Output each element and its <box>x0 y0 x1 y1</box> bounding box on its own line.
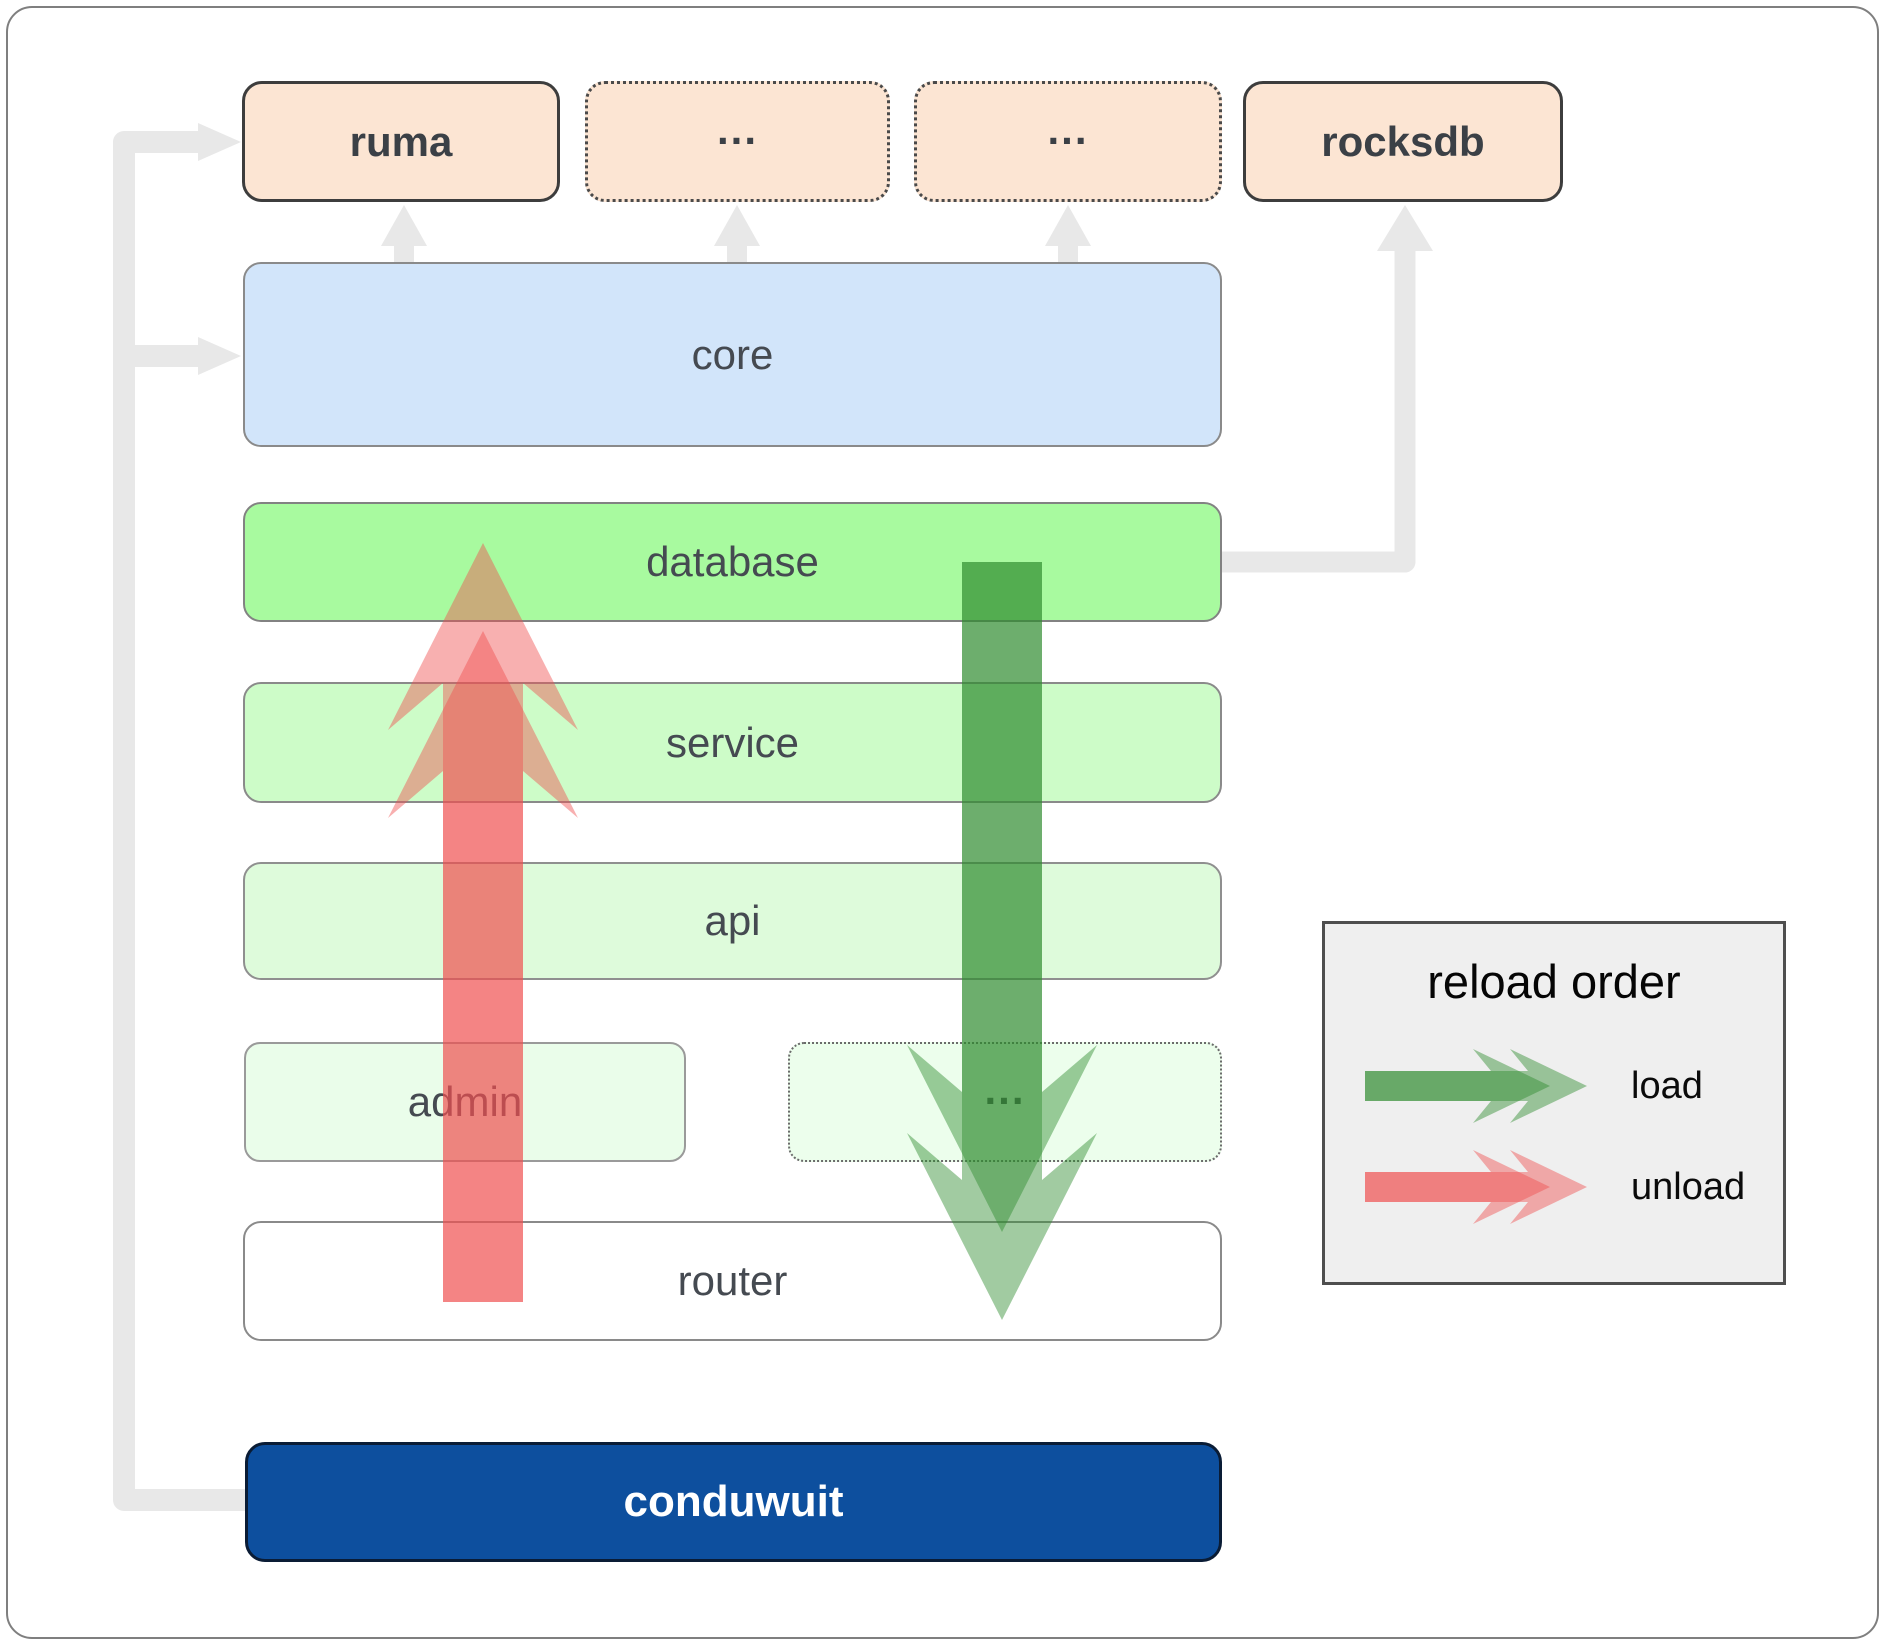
legend-unload-arrow <box>1365 1150 1587 1224</box>
node-api-label: api <box>704 897 761 944</box>
node-ellipsis-1-label: ... <box>716 105 758 153</box>
node-core: core <box>243 262 1222 447</box>
node-ruma: ruma <box>242 81 560 202</box>
node-ellipsis-2: ... <box>914 81 1222 202</box>
node-api: api <box>243 862 1222 980</box>
node-rocksdb: rocksdb <box>1243 81 1563 202</box>
legend-load-label: load <box>1631 1065 1703 1107</box>
node-conduwuit-label: conduwuit <box>623 1477 844 1526</box>
node-router: router <box>243 1221 1222 1341</box>
node-ellipsis-2-label: ... <box>1047 105 1089 153</box>
node-rocksdb-label: rocksdb <box>1321 117 1485 165</box>
legend-unload-label: unload <box>1631 1166 1746 1208</box>
legend-panel: reload order load unload <box>1322 921 1786 1285</box>
node-database-label: database <box>646 538 819 585</box>
node-admin-label: admin <box>407 1078 523 1125</box>
diagram-frame <box>6 6 1879 1639</box>
node-ellipsis-3: ... <box>788 1042 1222 1162</box>
node-ellipsis-1: ... <box>585 81 890 202</box>
node-core-label: core <box>691 330 774 378</box>
legend-title: reload order <box>1427 955 1681 1008</box>
node-database: database <box>243 502 1222 622</box>
node-service: service <box>243 682 1222 803</box>
node-admin: admin <box>244 1042 686 1162</box>
node-ruma-label: ruma <box>349 117 453 165</box>
node-conduwuit: conduwuit <box>245 1442 1222 1562</box>
node-service-label: service <box>665 718 800 766</box>
node-ellipsis-3-label: ... <box>984 1066 1026 1113</box>
legend-load-arrow <box>1365 1049 1587 1123</box>
node-router-label: router <box>677 1257 788 1304</box>
